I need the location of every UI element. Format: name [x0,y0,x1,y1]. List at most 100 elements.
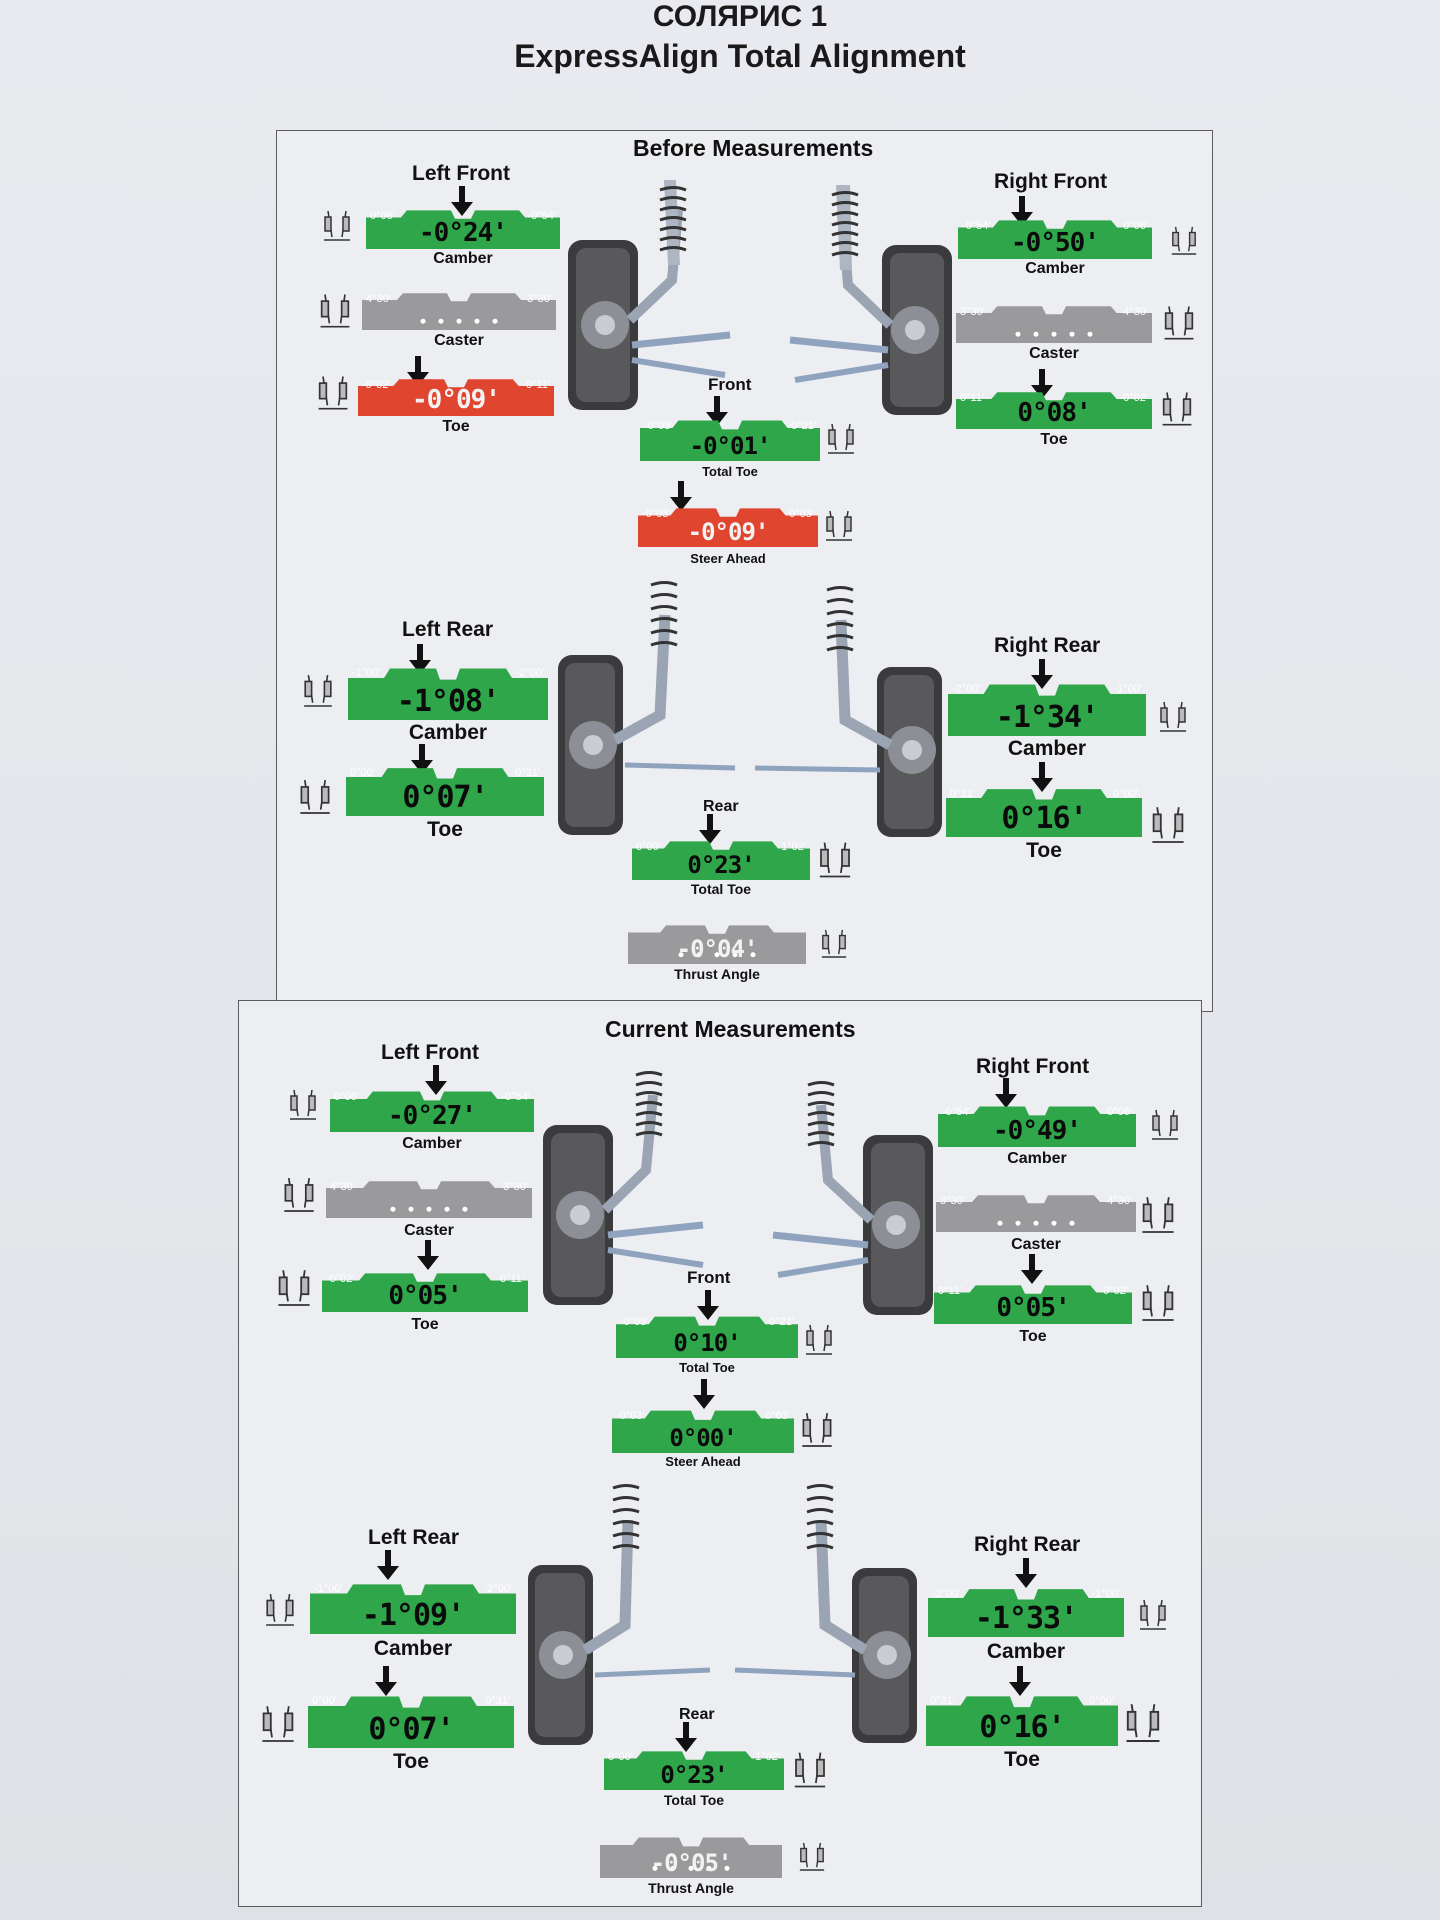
scale-dot [706,1865,712,1871]
current-steer-ahead-value: 0°00' [669,1424,737,1452]
scale-dot [492,318,498,324]
current-lf-camber-gauge: 0°06'-0°54'-0°27'Camber [330,1088,534,1152]
toe-icon [262,1706,294,1742]
current-lf-toe-gauge: -0°02'0°11'0°05'Toe [322,1270,528,1333]
document-title-line1: СОЛЯРИС 1 [652,0,828,33]
current-rf-toe-max: -0°02' [1099,1285,1128,1297]
toe-icon [1126,1704,1160,1742]
pointer-arrow-icon [417,1240,439,1270]
current-lf-caster-label: Caster [404,1222,454,1239]
before-lr-toe-value: 0°07' [402,780,488,815]
scale-dot [1069,331,1075,337]
current-lf-camber-max: -0°54' [501,1091,530,1103]
current-lr-camber-gauge-bar [310,1584,516,1634]
before-lf-toe-value: -0°09' [412,385,501,415]
scale-dot [1087,331,1093,337]
current-rf-camber-label: Camber [1007,1150,1067,1167]
pointer-arrow-icon [693,1379,715,1409]
before-rear-total-toe-max: 1°02' [781,841,806,853]
steer-ahead-icon [802,1413,832,1447]
before-lf-toe-gauge-bar [358,379,554,416]
current-rr-camber-gauge: -2°00'-1°00'-1°33'Camber [928,1585,1124,1663]
pointer-arrow-icon [375,1666,397,1696]
pointer-arrow-icon [377,1550,399,1580]
before-steer-ahead-gauge: -0°03'0°03'-0°09'Steer Ahead [638,505,818,566]
current-total-toe-value: 0°10' [673,1329,741,1357]
current-steer-ahead-gauge: -0°03'0°03'0°00'Steer Ahead [612,1407,794,1469]
scale-dot [724,1865,730,1871]
before-lr-camber-gauge: -1°00'-2°00'-1°08'Camber [348,664,548,744]
before-rf-camber-gauge-bar [958,220,1152,259]
scale-dot [652,1865,658,1871]
pointer-arrow-icon [451,186,473,216]
current-rf-caster-label: Caster [1011,1236,1061,1253]
current-total-toe-label: Total Toe [679,1360,735,1375]
scale-dot [678,952,684,958]
current-lf-toe-max: 0°11' [499,1273,524,1285]
pointer-arrow-icon [1031,762,1053,792]
current-lf-toe-value: 0°05' [388,1281,462,1311]
current-rr-toe-gauge: 0°31'0°00'0°16'Toe [926,1692,1118,1771]
current-rf-camber-gauge-bar [938,1106,1136,1147]
current-rf-toe-gauge-bar [934,1285,1132,1324]
current-rear-total-toe-value: 0°23' [660,1761,728,1789]
before-thrust-angle-gauge: -0°04'Thrust Angle [628,922,806,982]
before-lr-toe-min: 0°00' [350,767,375,779]
caster-icon [1164,306,1194,340]
before-rf-toe-label: Toe [1040,431,1068,448]
before-lf-camber-label: Camber [433,250,493,267]
current-lf-caster-max: 3°30' [503,1181,528,1193]
toe-icon [1162,392,1192,426]
left-rear-label: Left Rear [368,1526,460,1549]
before-panel-title: Before Measurements [633,135,874,161]
scale-dot [1051,331,1057,337]
current-lr-camber-value: -1°09' [361,1598,465,1633]
scale-dot [438,318,444,324]
before-total-toe-label: Total Toe [702,464,758,479]
before-rr-toe-value: 0°16' [1001,801,1087,836]
before-total-toe-gauge-bar [640,420,820,461]
current-rr-toe-min: 0°31' [930,1695,955,1707]
pointer-arrow-icon [425,1065,447,1095]
before-rf-toe-min: 0°11' [960,392,985,404]
pointer-arrow-icon [699,814,721,844]
pointer-arrow-icon [1021,1254,1043,1284]
front-suspension-illustration [568,180,952,415]
toe-icon [300,780,330,814]
before-lr-toe-gauge-bar [346,768,544,816]
current-lf-toe-gauge-bar [322,1273,528,1312]
before-rr-camber-gauge-bar [948,684,1146,736]
before-rf-camber-max: 0°06' [1123,220,1148,232]
before-lf-camber-gauge: 0°06'-0°54'-0°24'Camber [366,207,560,267]
right-front-label: Right Front [976,1055,1090,1078]
current-lf-caster-gauge: 4°30'3°30'Caster [326,1178,532,1239]
thrust-angle-icon [821,929,847,958]
camber-icon [324,210,350,241]
before-steer-ahead-max: 0°03' [789,508,814,520]
current-rf-toe-gauge: 0°11'-0°02'0°05'Toe [934,1282,1132,1345]
camber-icon [266,1593,294,1626]
before-lf-camber-value: -0°24' [419,218,508,248]
scale-dot [732,952,738,958]
scale-dot [474,318,480,324]
current-total-toe-max: 0°21' [769,1316,794,1328]
before-rr-toe-min: 0°31' [950,788,975,800]
camber-icon [1171,226,1197,255]
scale-dot [426,1206,432,1212]
front-label: Front [687,1268,731,1287]
current-lf-camber-gauge-bar [330,1091,534,1132]
current-rear-total-toe-gauge: 0°00'1°02'0°23'Total Toe [604,1748,784,1808]
current-lr-camber-label: Camber [373,1637,453,1660]
before-steer-ahead-value: -0°09' [687,518,770,546]
pointer-arrow-icon [1015,1558,1037,1588]
scale-dot [408,1206,414,1212]
before-steer-ahead-label: Steer Ahead [690,551,766,566]
rear-label: Rear [679,1706,715,1723]
before-lr-camber-max: -2°00' [515,667,544,679]
current-steer-ahead-label: Steer Ahead [665,1454,741,1469]
before-total-toe-gauge: -0°03'0°21'-0°01'Total Toe [640,417,820,479]
before-rf-caster-gauge: 3°30'4°30'Caster [956,303,1152,362]
before-total-toe-value: -0°01' [689,432,772,460]
thrust-angle-icon [799,1842,825,1871]
